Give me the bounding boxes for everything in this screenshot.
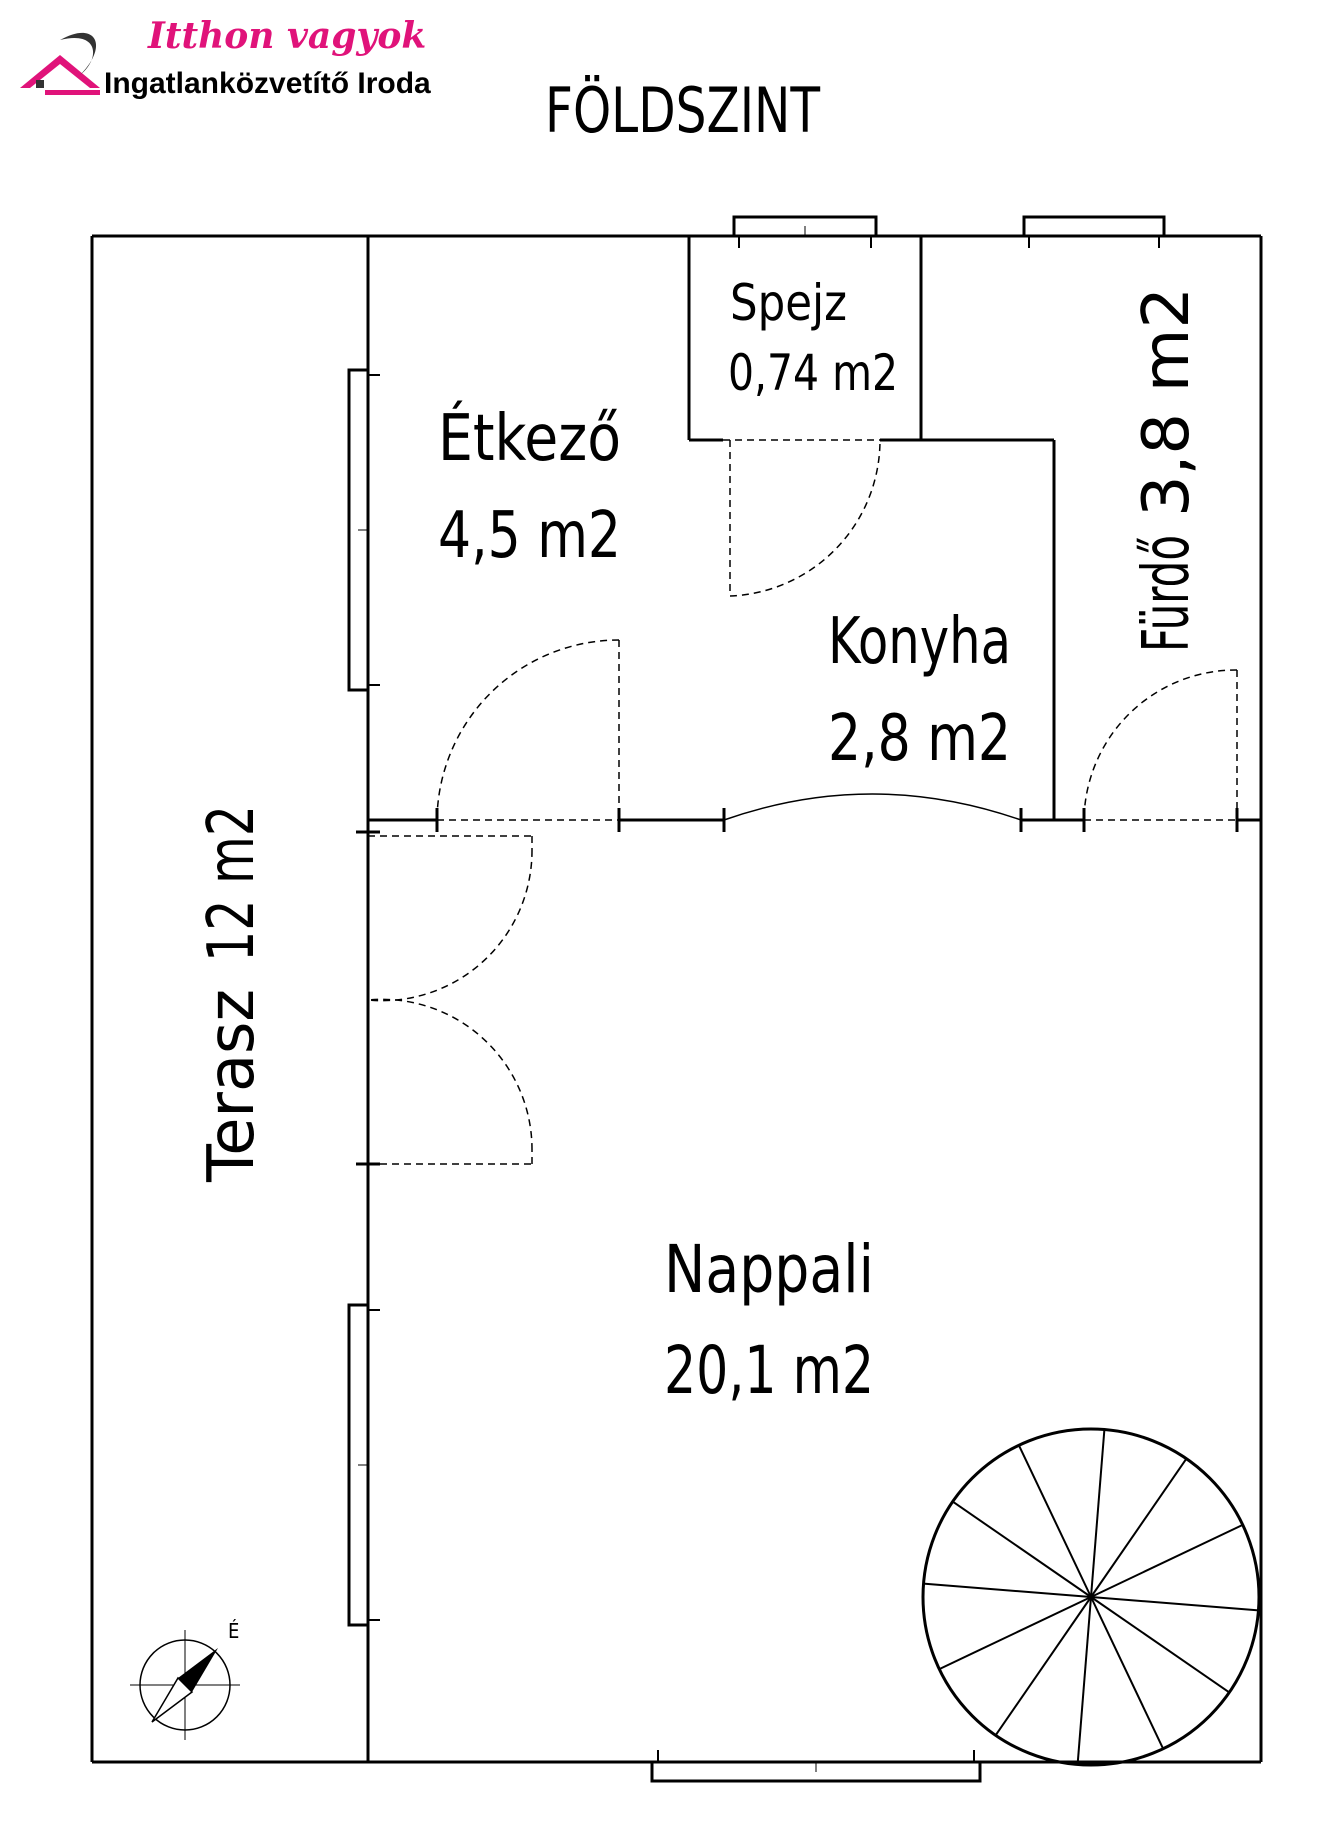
- doors: [367, 439, 1238, 1165]
- door-etkezo: [436, 639, 620, 821]
- stair-step: [1017, 1444, 1092, 1598]
- window-spejz: [732, 215, 878, 248]
- stair-step: [1090, 1458, 1188, 1598]
- company-logo: Itthon vagyok Ingatlanközvetítő Iroda: [20, 15, 431, 100]
- wall-ticks: [356, 808, 1239, 1166]
- logo-house-icon: [20, 32, 100, 95]
- logo-company-name: Ingatlanközvetítő Iroda: [104, 67, 431, 100]
- stair-step: [1090, 1523, 1244, 1598]
- stair-step: [1090, 1596, 1230, 1694]
- logo-tagline: Itthon vagyok: [147, 15, 426, 57]
- room-terasz: Terasz 12 m2: [195, 805, 269, 1183]
- room-konyha-name: Konyha: [828, 605, 1011, 679]
- window-nappali-left: [347, 1303, 380, 1627]
- window-furdo: [1022, 215, 1166, 248]
- room-spejz: Spejz 0,74 m2: [728, 274, 898, 402]
- door-furdo: [1083, 669, 1238, 821]
- room-etkezo: Étkező 4,5 m2: [438, 400, 621, 573]
- stair-step: [938, 1596, 1092, 1671]
- door-terasz: [367, 835, 533, 1165]
- room-terasz-name: Terasz: [195, 989, 269, 1183]
- room-nappali-name: Nappali: [664, 1231, 874, 1308]
- spiral-staircase: [921, 1427, 1261, 1767]
- room-nappali-area: 20,1 m2: [664, 1332, 874, 1409]
- room-nappali: Nappali 20,1 m2: [664, 1231, 874, 1409]
- room-spejz-name: Spejz: [730, 274, 847, 332]
- room-furdo-name: Fürdő: [1130, 535, 1204, 652]
- stair-step: [1090, 1596, 1165, 1750]
- stair-step: [1076, 1596, 1092, 1765]
- stair-step: [923, 1582, 1092, 1598]
- door-spejz: [723, 439, 881, 597]
- room-etkezo-area: 4,5 m2: [438, 499, 621, 573]
- room-konyha: Konyha 2,8 m2: [828, 605, 1011, 776]
- room-etkezo-name: Étkező: [438, 400, 621, 476]
- windows: [347, 215, 1166, 1783]
- stair-step: [1090, 1429, 1106, 1598]
- window-nappali-bottom: [650, 1750, 982, 1783]
- room-furdo: Fürdő 3,8 m2: [1130, 287, 1204, 652]
- window-etkezo: [347, 368, 380, 692]
- compass-north-label: É: [228, 1619, 239, 1643]
- room-spejz-area: 0,74 m2: [728, 344, 898, 402]
- room-furdo-area: 3,8 m2: [1130, 287, 1204, 517]
- room-terasz-area: 12 m2: [195, 805, 269, 962]
- room-konyha-area: 2,8 m2: [828, 702, 1011, 776]
- stair-step: [952, 1500, 1092, 1598]
- north-arrow-icon: É: [130, 1619, 240, 1740]
- plan-title: FÖLDSZINT: [545, 74, 821, 147]
- stair-step: [994, 1596, 1092, 1736]
- stair-step: [1090, 1596, 1259, 1612]
- kitchen-opening-arc: [723, 793, 1022, 821]
